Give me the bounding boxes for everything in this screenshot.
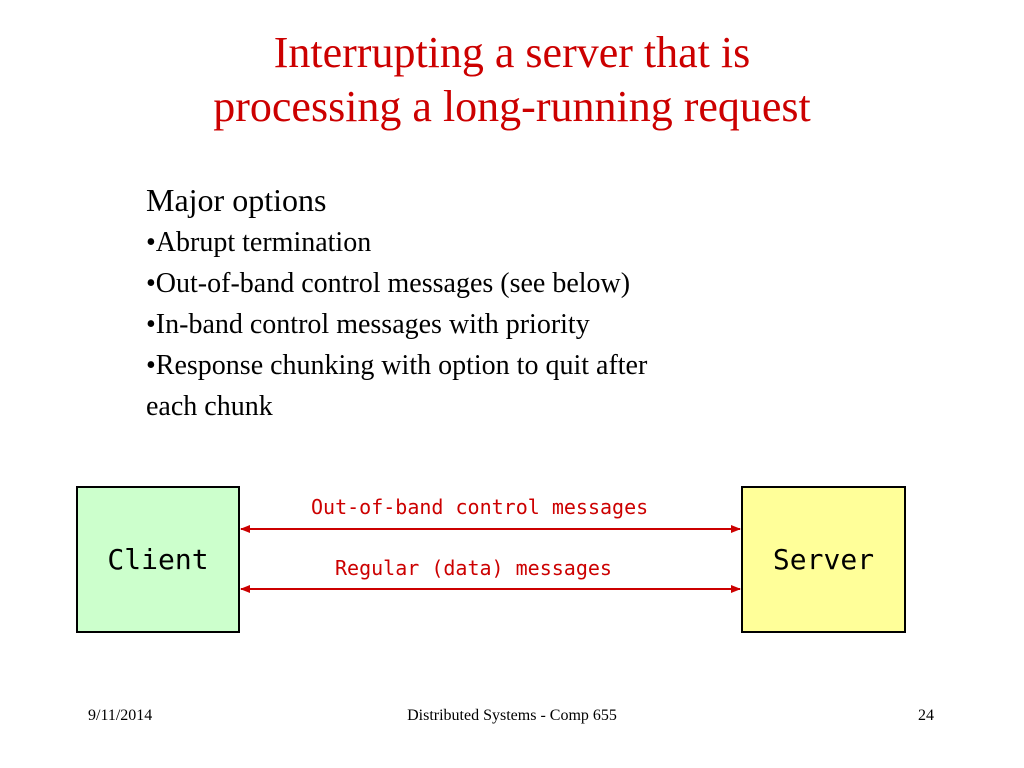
client-box: Client [76,486,240,633]
server-label: Server [772,543,875,576]
slide-title: Interrupting a server that is processing… [0,26,1024,134]
bullet-abrupt-termination: •Abrupt termination [146,227,372,258]
title-line-1: Interrupting a server that is [273,28,751,77]
title-line-2: processing a long-running request [213,82,811,131]
bullet-response-chunking-line-1: •Response chunking with option to quit a… [146,350,648,381]
footer-course: Distributed Systems - Comp 655 [407,707,617,724]
bullet-out-of-band: •Out-of-band control messages (see below… [146,268,631,299]
regular-label: Regular (data) messages [335,556,612,580]
client-label: Client [107,543,209,576]
options-list: Major options •Abrupt termination •Out-o… [146,178,866,427]
footer-page-number: 24 [918,707,934,724]
bullet-response-chunking: •Response chunking with option to quit a… [146,345,866,427]
bullet-response-chunking-line-2: each chunk [146,391,273,422]
bullet-in-band: •In-band control messages with priority [146,309,590,340]
options-heading: Major options [146,182,327,218]
server-box: Server [741,486,906,633]
footer-date: 9/11/2014 [88,707,153,724]
oob-label: Out-of-band control messages [311,495,649,519]
